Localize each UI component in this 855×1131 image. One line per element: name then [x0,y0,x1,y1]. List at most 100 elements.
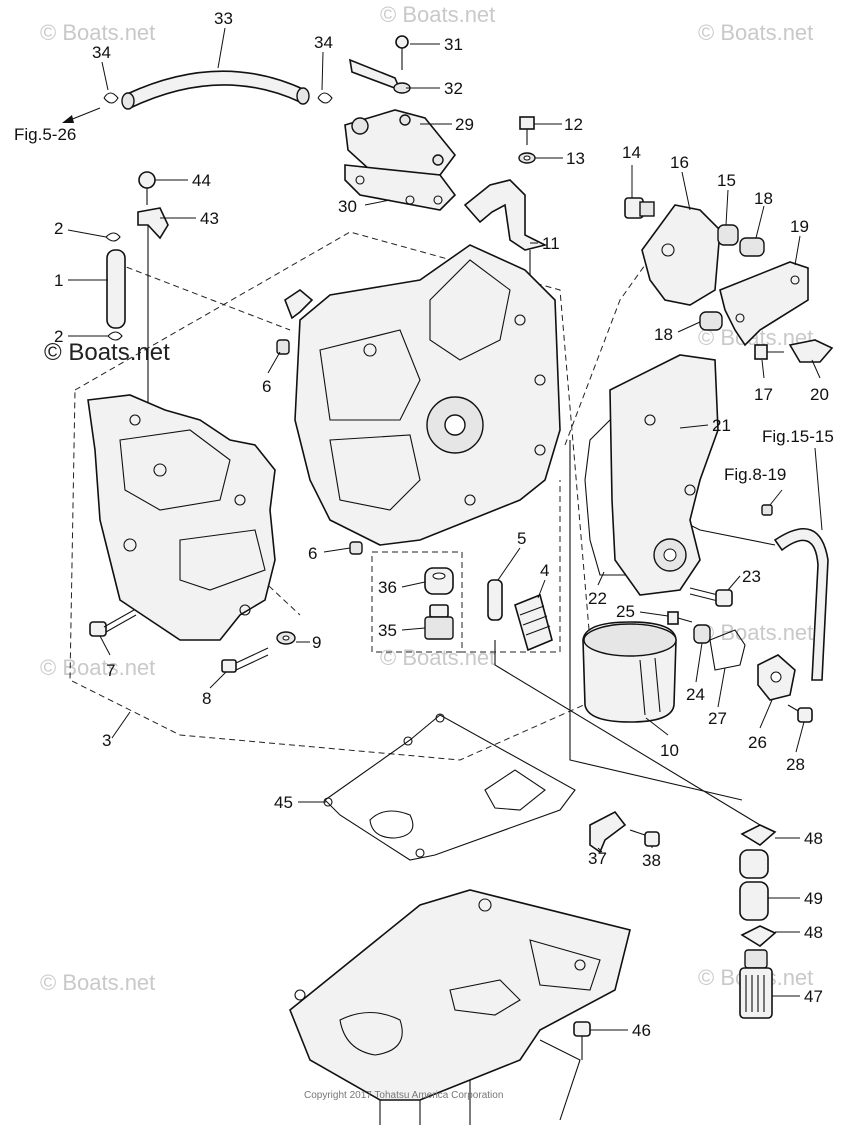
callout-8: 8 [202,689,211,708]
callout-7: 7 [106,661,115,680]
fig-5-26-arrow [62,107,101,123]
cover-26 [757,654,796,701]
callout-13: 13 [566,149,585,168]
gasket-45 [323,713,576,861]
fig-ref-5-26: Fig.5-26 [14,125,76,144]
watermark-top-left: © Boats.net [40,20,155,45]
callout-15: 15 [717,171,736,190]
bolt-28 [787,704,813,723]
fig-ref-15-15: Fig.15-15 [762,427,834,446]
callout-4: 4 [540,561,549,580]
gasket-27 [709,629,746,671]
callout-20: 20 [810,385,829,404]
bolt-44 [138,171,156,205]
callout-23: 23 [742,567,761,586]
callout-48-lower: 48 [804,923,823,942]
callout-labels: 33 34 34 31 32 29 30 12 13 11 14 16 15 1… [54,9,829,1040]
clip-34-right [317,92,333,104]
bolt-25 [667,611,693,625]
watermark-dark-overlay: © Boats.net [44,339,170,366]
copyright-notice: Copyright 2017 Tohatsu America Corporati… [304,1090,503,1101]
callout-34-right: 34 [314,33,333,52]
callout-46: 46 [632,1021,651,1040]
callout-21: 21 [712,416,731,435]
lever-32 [348,58,411,94]
bolt-7 [89,609,137,637]
washer-13 [518,152,536,164]
bolt-38 [629,829,660,847]
bolt-23 [689,587,733,607]
bolt-12 [519,116,535,145]
pump-body-30 [344,164,457,211]
callout-2-upper: 2 [54,219,63,238]
leader-lines [67,27,823,1031]
filter-4 [514,593,553,652]
grommet-36 [424,567,454,595]
callout-48-upper: 48 [804,829,823,848]
callout-14: 14 [622,143,641,162]
crankcase-3 [87,394,276,641]
hose-33 [121,70,310,110]
clip-2-lower [107,331,123,341]
callout-19: 19 [790,217,809,236]
callout-36: 36 [378,578,397,597]
callout-35: 35 [378,621,397,640]
figure-references: Fig.5-26 Fig.8-19 Fig.15-15 [14,125,834,484]
dowel-6-upper [276,339,290,355]
callout-11: 11 [542,234,560,253]
elbow-fitting [284,289,314,320]
fig-ref-8-19: Fig.8-19 [724,465,786,484]
watermark-center-mid: © Boats.net [380,645,495,670]
clamp-48-lower [740,925,777,947]
dowel-6-lower [349,541,363,555]
callout-12: 12 [564,115,583,134]
callout-45: 45 [274,793,293,812]
guide-lines [147,210,776,1121]
clip-20 [788,339,834,363]
callout-16: 16 [670,153,689,172]
callout-6-upper: 6 [262,377,271,396]
bolt-31 [395,35,409,70]
callout-18-lower: 18 [654,325,673,344]
bracket-11 [463,179,548,251]
callout-9: 9 [312,633,321,652]
callout-37: 37 [588,849,607,868]
callout-27: 27 [708,709,727,728]
bracket-19 [719,261,809,347]
hose-49 [739,849,769,921]
bracket-16 [641,204,721,306]
watermark-top-center: © Boats.net [380,2,495,27]
pipe-5 [487,579,503,621]
bushing-15 [717,224,739,246]
callout-18-upper: 18 [754,189,773,208]
callout-5: 5 [517,529,526,548]
o-ring-24 [693,624,711,644]
oil-filter-10 [582,621,677,723]
hose-fig-15-15 [773,528,829,681]
clamp-43 [137,207,169,240]
callout-1: 1 [54,271,63,290]
clip-34-left [103,92,119,104]
callout-22: 22 [588,589,607,608]
washer-9 [276,631,296,645]
callout-6-lower: 6 [308,544,317,563]
callout-32: 32 [444,79,463,98]
callout-17: 17 [754,385,773,404]
fitting-35 [424,604,454,640]
bushing-18-upper [739,237,765,257]
watermark-left-mid: © Boats.net [40,655,155,680]
screw-fig-8-19 [761,504,773,516]
callout-25: 25 [616,602,635,621]
callout-26: 26 [748,733,767,752]
callout-49: 49 [804,889,823,908]
fuel-pump-29 [344,109,457,176]
callout-2-lower: 2 [54,327,63,346]
callout-47: 47 [804,987,823,1006]
cover-21 [609,354,719,596]
callout-34-left: 34 [92,43,111,62]
callout-38: 38 [642,851,661,870]
clamp-48-upper [740,824,777,846]
oil-pan [289,889,631,1125]
clamp-37 [589,810,627,854]
